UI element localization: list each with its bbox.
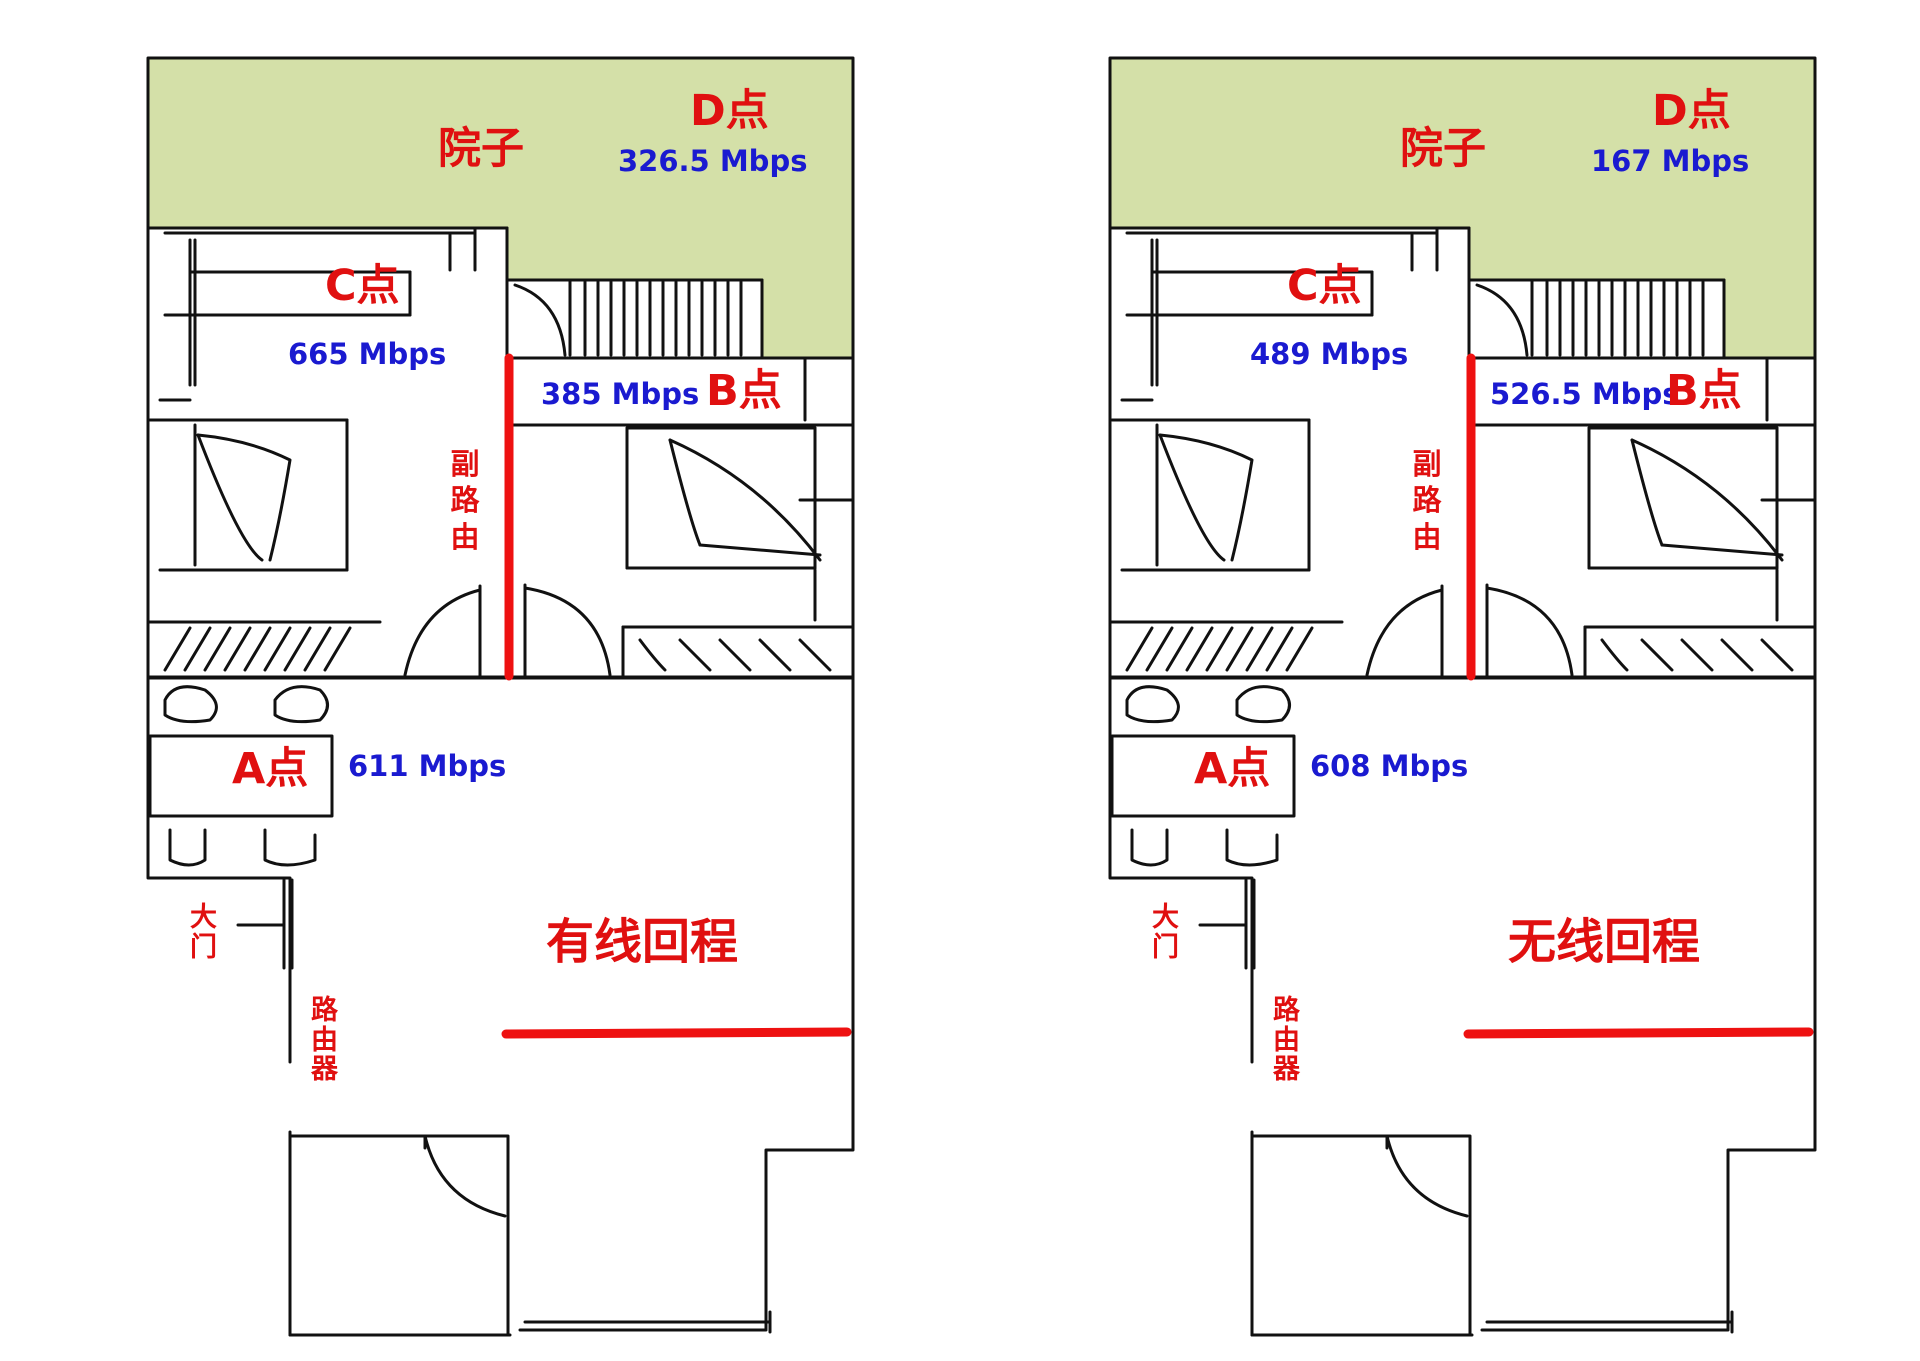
plan-title: 有线回程 (546, 914, 739, 970)
yard-label: 院子 (1400, 124, 1486, 174)
plan-title: 无线回程 (1508, 914, 1701, 970)
front-door-label: 大门 (190, 902, 217, 963)
main-router-line (501, 1027, 852, 1039)
main-router-label: 路由器 (311, 995, 338, 1086)
floor-plan-wireless: 院子 D点 167 Mbps C点 489 Mbps 526.5 Mbps B点… (960, 0, 1920, 1361)
floor-plan-drawing (1108, 56, 1817, 1337)
point-a-speed: 608 Mbps (1310, 749, 1469, 783)
floor-plan-wired: 院子 D点 326.5 Mbps C点 665 Mbps 385 Mbps B点… (146, 56, 855, 1337)
point-d-label: D点 (690, 86, 769, 136)
outer-wall-right (518, 356, 855, 1332)
point-d-speed: 167 Mbps (1591, 144, 1750, 178)
point-d-speed: 326.5 Mbps (618, 144, 808, 178)
point-a-speed: 611 Mbps (348, 749, 507, 783)
outer-wall (146, 226, 292, 1064)
point-a-label: A点 (232, 744, 309, 794)
sub-router-label: 副路由 (1412, 447, 1442, 554)
point-c-label: C点 (325, 261, 400, 311)
point-b-label: B点 (706, 366, 782, 416)
point-a-label: A点 (1194, 744, 1271, 794)
main-router-line (1463, 1027, 1814, 1039)
point-b-speed: 526.5 Mbps (1490, 377, 1680, 411)
point-c-speed: 489 Mbps (1250, 337, 1409, 371)
point-b-label: B点 (1666, 366, 1742, 416)
point-d-label: D点 (1652, 86, 1731, 136)
main-router-label: 路由器 (1273, 995, 1300, 1086)
sub-router-label: 副路由 (450, 447, 480, 554)
point-c-label: C点 (1287, 261, 1362, 311)
front-door-label: 大门 (1152, 902, 1179, 963)
point-c-speed: 665 Mbps (288, 337, 447, 371)
floor-plan-drawing (146, 56, 855, 1337)
yard-label: 院子 (438, 124, 524, 174)
point-b-speed: 385 Mbps (541, 377, 700, 411)
